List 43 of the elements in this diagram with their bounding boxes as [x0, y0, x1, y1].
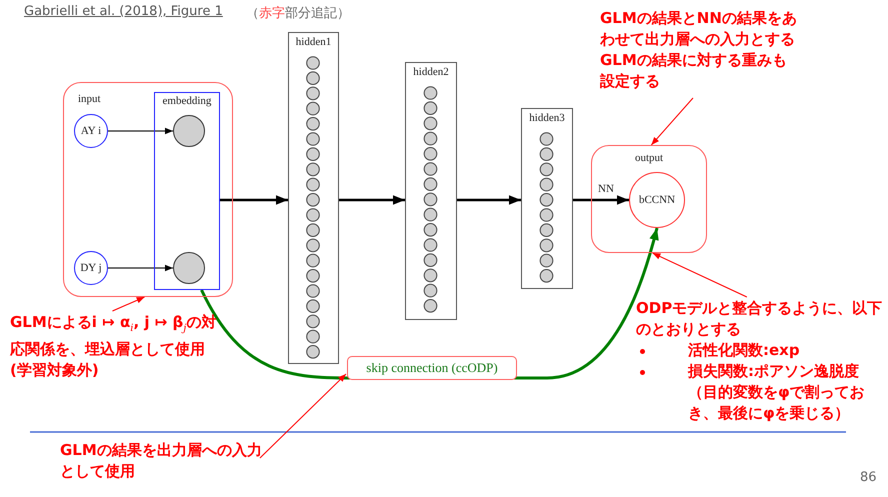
node-label: DY j — [80, 262, 102, 274]
skip-connection-label-box — [347, 356, 517, 380]
hidden-layer-box — [405, 62, 457, 320]
note-text: （赤字部分追記） — [246, 5, 350, 22]
input-node-circle — [74, 114, 108, 148]
leader-arrow — [112, 296, 146, 312]
node-label: skip connection (ccODP) — [366, 360, 498, 376]
output-node-circle — [629, 172, 685, 228]
arrow — [339, 195, 405, 205]
annotation-text: GLMの結果に対する重みも設定する — [600, 50, 788, 92]
node-label: embedding — [162, 95, 212, 107]
input-node-circle — [74, 251, 108, 285]
annotation-text: ODPモデルと整合するように、以下のとおりとする — [636, 298, 884, 340]
arrow — [220, 195, 288, 205]
node-label: bCCNN — [638, 194, 676, 206]
node-label: input — [78, 93, 101, 105]
annotation-text: 活性化関数:exp — [688, 341, 800, 359]
annotation-text: GLMの結果を出力層への入力として使用 — [60, 440, 275, 482]
edge-label: NN — [598, 183, 614, 195]
hidden-layer-box — [288, 32, 339, 364]
leader-arrow — [652, 252, 748, 298]
embedding-layer-box — [154, 92, 220, 290]
leader-arrow — [650, 98, 694, 146]
embedding-neuron-circle — [173, 252, 205, 284]
annotation-text: 損失関数:ポアソン逸脱度（目的変数をφで割っておき、最後にφを乗じる） — [688, 362, 865, 422]
arrow — [108, 128, 174, 134]
page-number: 86 — [860, 470, 877, 485]
arrow — [573, 195, 629, 205]
embedding-neuron-circle — [173, 115, 205, 147]
output-group-box — [591, 145, 707, 253]
node-label: hidden3 — [529, 112, 565, 124]
annotation-text: GLMの結果とNNの結果をあわせて出力層への入力とする — [600, 8, 798, 50]
hidden-layer-box — [521, 108, 573, 289]
leader-arrow — [259, 374, 346, 458]
annotation-text: GLMによるi ↦ α$_{i}$, j ↦ β$_{j}$の対応関係を、埋込層として使用 (学習対象外) — [10, 312, 228, 381]
arrow — [457, 195, 521, 205]
input-group-box — [63, 82, 233, 297]
node-label: hidden1 — [296, 36, 332, 48]
node-label: hidden2 — [413, 66, 449, 78]
node-label: AY i — [80, 125, 102, 137]
arrow — [108, 264, 174, 272]
node-label: output — [634, 152, 664, 164]
title: Gabrielli et al. (2018), Figure 1 — [24, 4, 223, 19]
